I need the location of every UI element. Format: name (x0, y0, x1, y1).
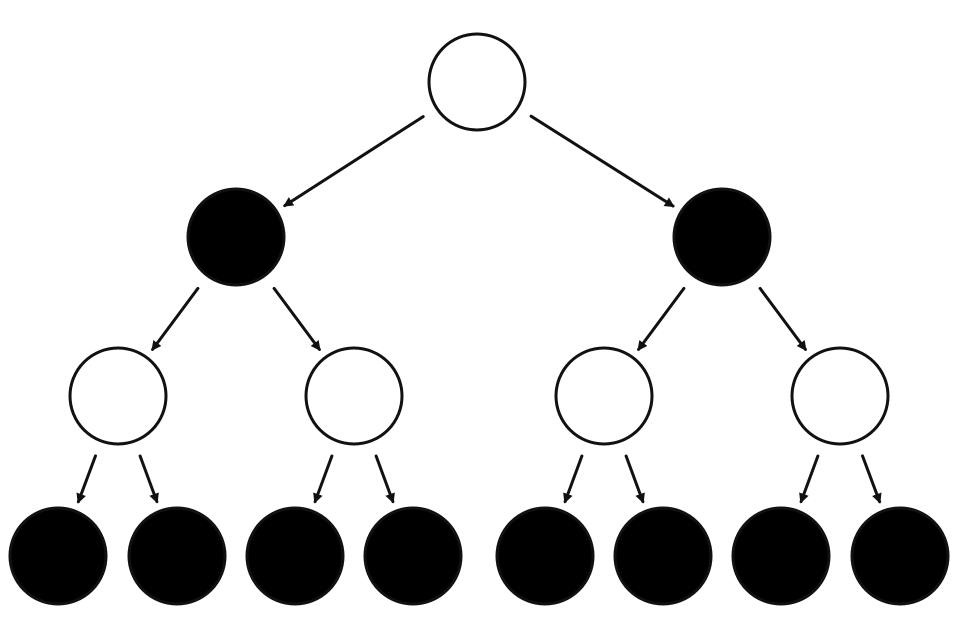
filled-node-n2 (672, 187, 772, 287)
filled-node-n10 (363, 506, 463, 606)
edge-arrow-n4-n9 (313, 454, 334, 504)
nodes-layer (8, 32, 950, 606)
edge-arrow-n0-n1 (283, 115, 425, 208)
filled-node-n11 (495, 506, 595, 606)
hollow-node-n5 (554, 346, 654, 446)
hollow-node-n0 (427, 32, 527, 132)
edge-arrow-n4-n10 (374, 454, 395, 504)
hollow-node-n4 (304, 346, 404, 446)
edge-arrow-n0-n2 (529, 114, 675, 208)
edge-arrow-n3-n7 (76, 454, 97, 504)
filled-node-n13 (731, 506, 831, 606)
filled-node-n12 (613, 506, 713, 606)
filled-node-n1 (186, 187, 286, 287)
edge-arrow-n1-n4 (272, 286, 321, 352)
filled-node-n14 (850, 506, 950, 606)
hollow-node-n3 (68, 346, 168, 446)
edge-arrow-n5-n11 (563, 454, 584, 504)
edge-arrow-n2-n5 (637, 286, 686, 352)
edge-arrow-n6-n14 (861, 454, 882, 504)
edge-arrow-n2-n6 (758, 286, 807, 352)
hollow-node-n6 (790, 346, 890, 446)
edge-arrow-n6-n13 (799, 454, 820, 504)
edge-arrow-n3-n8 (138, 454, 159, 504)
edge-arrow-n1-n3 (151, 286, 200, 352)
edge-arrow-n5-n12 (624, 454, 645, 504)
filled-node-n9 (245, 506, 345, 606)
filled-node-n7 (8, 506, 108, 606)
filled-node-n8 (127, 506, 227, 606)
edges-layer (76, 114, 882, 504)
